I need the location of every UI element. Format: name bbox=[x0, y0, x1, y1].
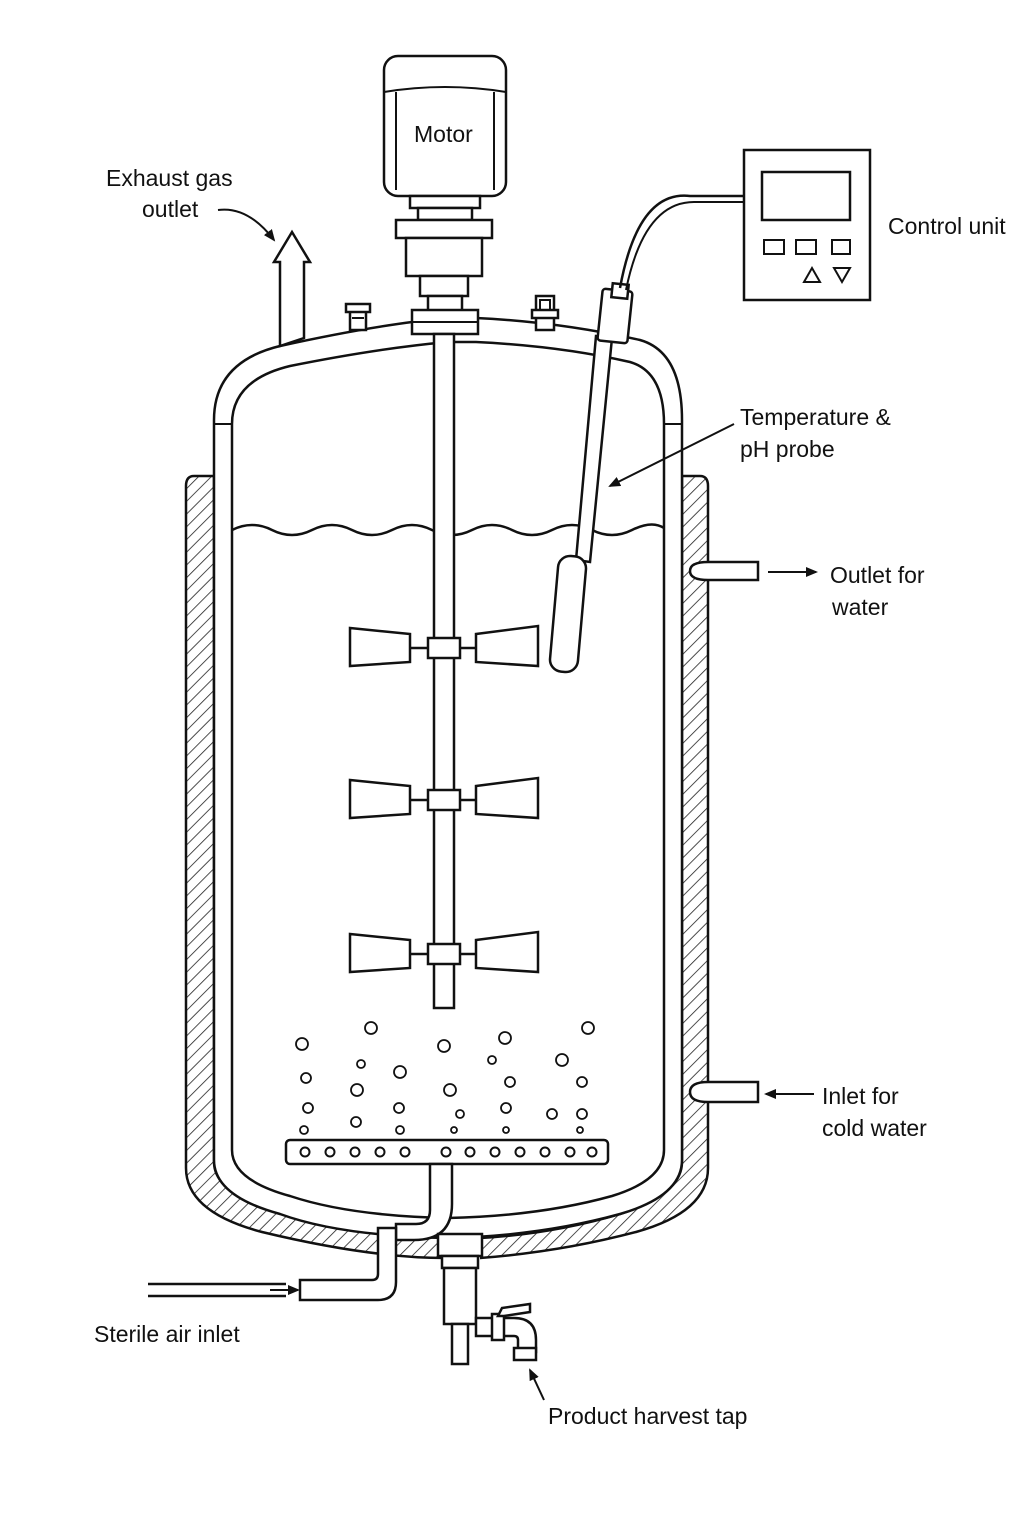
cold-water-inlet-label-line1: Inlet for bbox=[822, 1083, 899, 1109]
bubble bbox=[350, 1083, 364, 1097]
harvest-tap-label: Product harvest tap bbox=[548, 1403, 748, 1429]
bubble bbox=[555, 1053, 569, 1067]
bubble bbox=[295, 1037, 309, 1051]
air-bubbles bbox=[295, 1021, 595, 1135]
probe-label-line2: pH probe bbox=[740, 436, 835, 462]
bubble bbox=[487, 1055, 497, 1065]
bubble bbox=[450, 1126, 458, 1134]
impeller-middle bbox=[348, 776, 540, 820]
water-outlet-label-line1: Outlet for bbox=[830, 562, 925, 588]
product-harvest-tap bbox=[436, 1232, 538, 1366]
sparger-hole bbox=[399, 1146, 411, 1158]
sterile-air-inlet-pipe bbox=[148, 1226, 398, 1302]
bubble bbox=[500, 1102, 512, 1114]
sparger-hole bbox=[440, 1146, 452, 1158]
bubble bbox=[350, 1116, 362, 1128]
sparger-hole bbox=[564, 1146, 576, 1158]
sparger-hole bbox=[324, 1146, 336, 1158]
bubble bbox=[576, 1126, 584, 1134]
control-button-1-icon bbox=[763, 239, 785, 255]
exhaust-label-line1: Exhaust gas bbox=[106, 165, 233, 191]
harvest-tap-pointer bbox=[529, 1368, 545, 1401]
exhaust-label-line2: outlet bbox=[142, 196, 199, 222]
sparger-hole bbox=[514, 1146, 526, 1158]
exhaust-pointer bbox=[217, 208, 276, 242]
bubble bbox=[393, 1102, 405, 1114]
bubble bbox=[443, 1083, 457, 1097]
agitator-shaft bbox=[432, 332, 456, 1010]
bubble bbox=[546, 1108, 558, 1120]
motor bbox=[382, 54, 508, 336]
bubble bbox=[299, 1125, 309, 1135]
bubble bbox=[356, 1059, 366, 1069]
bubble bbox=[364, 1021, 378, 1035]
temperature-ph-probe bbox=[548, 194, 744, 674]
impeller-upper bbox=[348, 624, 540, 668]
vessel-inner-wall bbox=[230, 340, 666, 1220]
exhaust-pipe bbox=[271, 229, 313, 348]
control-button-2-icon bbox=[795, 239, 817, 255]
top-port-left bbox=[344, 302, 372, 332]
down-triangle-icon bbox=[832, 267, 852, 285]
impeller-lower bbox=[348, 930, 540, 974]
control-unit bbox=[742, 148, 872, 302]
cold-water-inlet-label-line2: cold water bbox=[822, 1115, 927, 1141]
sterile-air-inlet-label: Sterile air inlet bbox=[94, 1321, 240, 1347]
sparger-hole bbox=[299, 1146, 311, 1158]
bubble bbox=[581, 1021, 595, 1035]
motor-label: Motor bbox=[414, 121, 473, 147]
bubble bbox=[455, 1109, 465, 1119]
sparger-hole bbox=[374, 1146, 386, 1158]
cold-water-inlet-pipe bbox=[688, 1080, 760, 1104]
bubble bbox=[302, 1102, 314, 1114]
bubble bbox=[393, 1065, 407, 1079]
sparger-hole bbox=[489, 1146, 501, 1158]
control-button-3-icon bbox=[831, 239, 851, 255]
up-triangle-icon bbox=[802, 265, 822, 283]
air-sparger bbox=[284, 1138, 610, 1242]
bubble bbox=[498, 1031, 512, 1045]
sparger-hole bbox=[539, 1146, 551, 1158]
sparger-hole bbox=[349, 1146, 361, 1158]
bubble bbox=[395, 1125, 405, 1135]
bubble bbox=[576, 1108, 588, 1120]
bubble bbox=[300, 1072, 312, 1084]
water-outlet-label-line2: water bbox=[832, 594, 889, 620]
bubble bbox=[504, 1076, 516, 1088]
probe-label-line1: Temperature & bbox=[740, 404, 891, 430]
sparger-hole bbox=[464, 1146, 476, 1158]
sparger-hole bbox=[586, 1146, 598, 1158]
bubble bbox=[502, 1126, 510, 1134]
top-port-right bbox=[530, 294, 560, 332]
bubble bbox=[576, 1076, 588, 1088]
water-outlet-pipe bbox=[688, 560, 760, 582]
control-unit-label: Control unit bbox=[888, 213, 1006, 239]
probe-pointer bbox=[608, 423, 735, 487]
bubble bbox=[437, 1039, 451, 1053]
